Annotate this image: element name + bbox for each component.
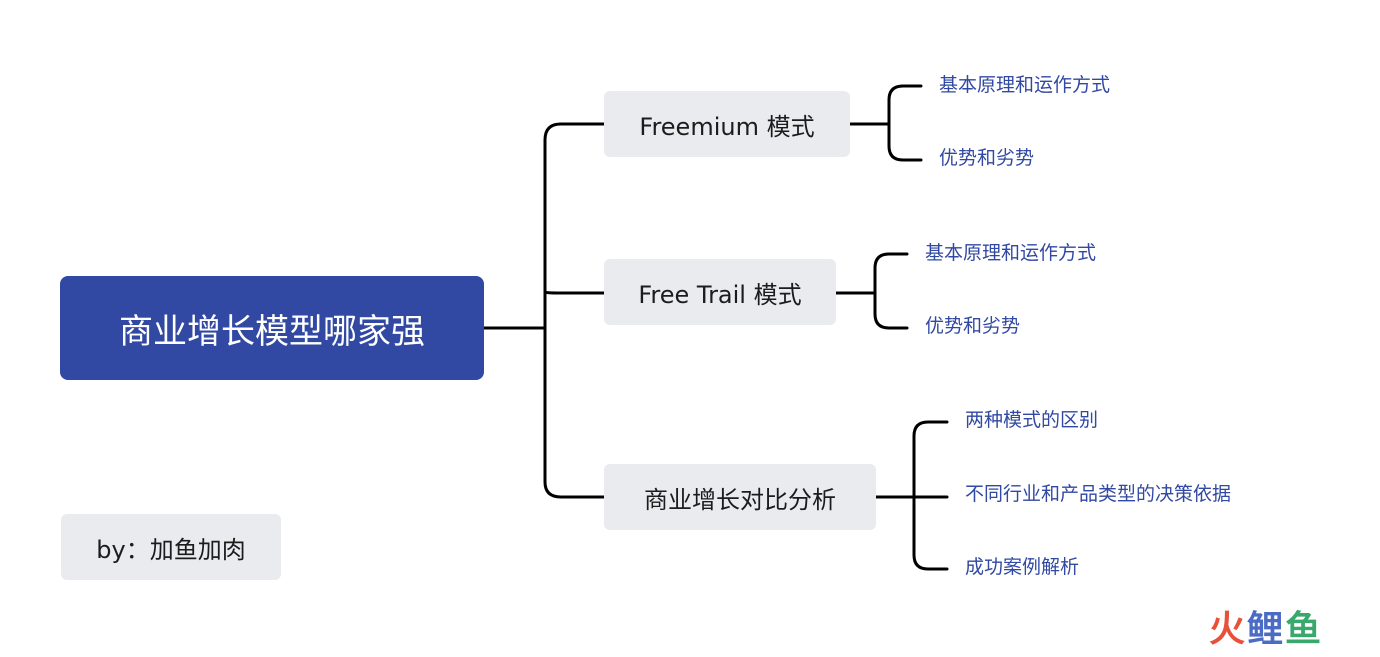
root-trunk <box>543 122 606 499</box>
branch-growth-analysis[interactable]: 商业增长对比分析 <box>604 464 876 530</box>
branch-freemium[interactable]: Freemium 模式 <box>604 91 850 157</box>
branch-2-bracket <box>873 252 909 330</box>
root-to-branch-2 <box>543 290 606 295</box>
branch-free-trail[interactable]: Free Trail 模式 <box>604 259 836 325</box>
watermark-char: 鲤 <box>1247 609 1286 650</box>
branch-1-bracket <box>887 84 923 162</box>
leaf-freemium-principle[interactable]: 基本原理和运作方式 <box>939 74 1111 96</box>
leaf-freetrail-pros-cons[interactable]: 优势和劣势 <box>925 315 1021 337</box>
leaf-freetrail-principle[interactable]: 基本原理和运作方式 <box>925 242 1097 264</box>
watermark-char: 火 <box>1209 609 1248 650</box>
leaf-freemium-pros-cons[interactable]: 优势和劣势 <box>939 147 1035 169</box>
leaf-success-cases[interactable]: 成功案例解析 <box>965 556 1080 578</box>
credit-label[interactable]: by：加鱼加肉 <box>61 514 281 580</box>
watermark-char: 鱼 <box>1285 609 1324 650</box>
watermark-logo: 火鲤鱼 <box>1209 608 1323 652</box>
leaf-decision-basis[interactable]: 不同行业和产品类型的决策依据 <box>965 483 1232 505</box>
root-topic[interactable]: 商业增长模型哪家强 <box>60 276 484 380</box>
leaf-model-differences[interactable]: 两种模式的区别 <box>965 409 1099 431</box>
branch-3-bracket <box>912 420 949 571</box>
